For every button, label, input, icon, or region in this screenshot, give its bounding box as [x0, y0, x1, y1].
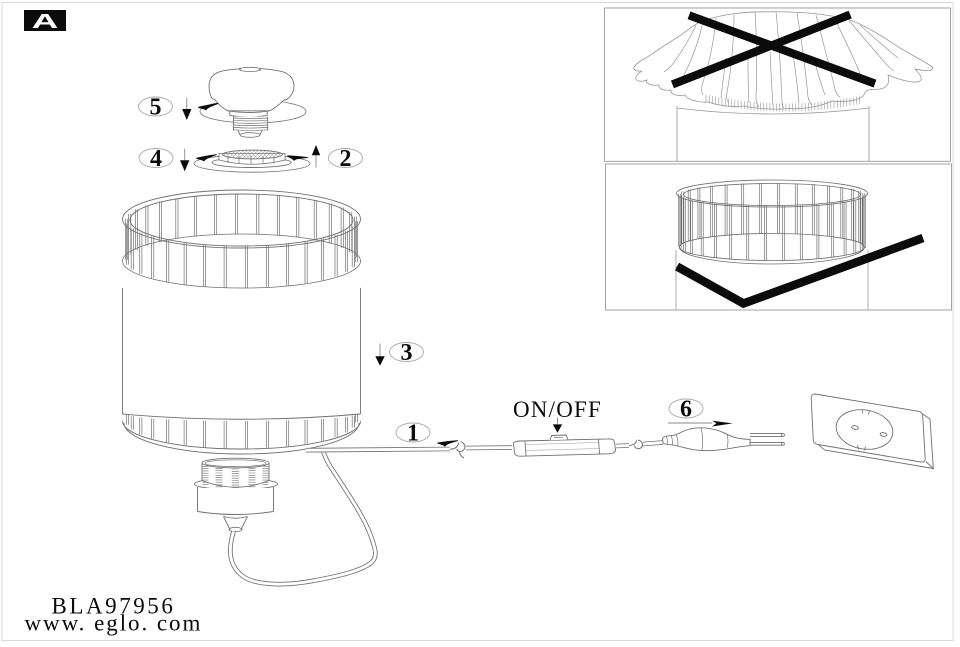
svg-text:www. eglo. com: www. eglo. com	[25, 611, 203, 636]
svg-text:ON/OFF: ON/OFF	[513, 397, 602, 422]
svg-text:BLA97956: BLA97956	[52, 594, 176, 619]
svg-text:5: 5	[150, 95, 162, 121]
svg-text:1: 1	[407, 421, 419, 447]
svg-text:3: 3	[401, 340, 413, 366]
svg-text:6: 6	[680, 397, 692, 423]
svg-text:4: 4	[150, 146, 162, 172]
svg-text:A: A	[32, 10, 59, 32]
svg-text:2: 2	[340, 146, 352, 172]
